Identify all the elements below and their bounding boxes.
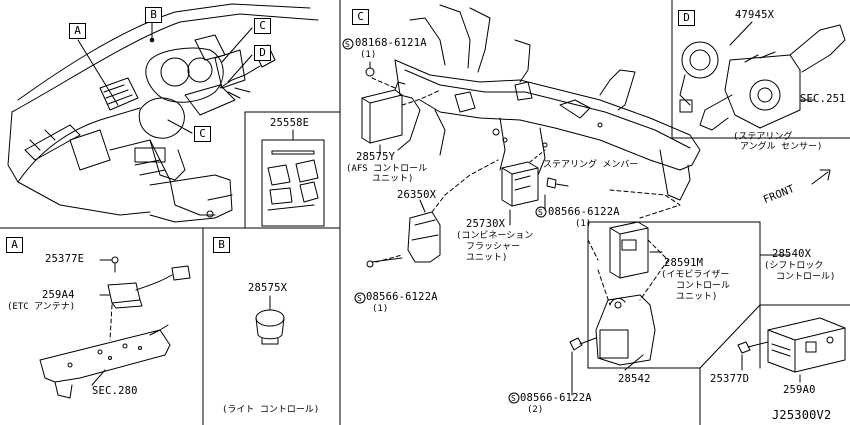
part-08168-6121A: 08168-6121A [355, 37, 427, 49]
part-26350X: 26350X [397, 189, 437, 201]
label-shift-lock-2: コントロール) [776, 272, 836, 282]
section-B-detail [255, 295, 285, 345]
label-shift-lock-1: (シフトロック [764, 261, 824, 271]
part-08168-qty: (1) [360, 50, 377, 60]
part-28575Y: 28575Y [356, 151, 396, 163]
front-arrow-icon [811, 169, 831, 185]
part-28540X: 28540X [772, 248, 812, 260]
section-label-D-overview: D [254, 45, 271, 61]
label-sec280: SEC.280 [92, 385, 138, 397]
label-steering-angle-sensor-2: アングル センサー) [740, 142, 823, 152]
part-25558E: 25558E [270, 117, 310, 129]
part-08566-6122A-left: 08566-6122A [366, 291, 438, 303]
steering-member-assembly [394, 4, 701, 201]
part-08566-6122A-mid: 08566-6122A [548, 206, 620, 218]
immobilizer-and-bracket [569, 221, 791, 396]
combination-switch-assembly [679, 21, 846, 131]
section-label-A-overview: A [69, 23, 86, 39]
part-259A0: 259A0 [783, 384, 816, 396]
bolt-08566-mid [544, 177, 569, 211]
label-sec251: SEC.251 [800, 93, 846, 105]
part-08566-mid-qty: (1) [575, 219, 592, 229]
dashed-leader [609, 189, 681, 219]
part-08566-bottom-qty: (2) [527, 405, 544, 415]
combination-flasher-unit [501, 149, 546, 226]
label-afs-control-1: (AFS コントロール [346, 164, 428, 174]
bolt-symbol-icons [342, 38, 547, 404]
label-immobilizer-3: ユニット) [676, 292, 718, 302]
part-28542: 28542 [618, 373, 651, 385]
bolt-symbol-S-2: S [538, 208, 543, 217]
etc-unit-259A0 [737, 317, 846, 383]
label-combination-3: ユニット) [466, 253, 508, 263]
section-label-B-overview: B [145, 7, 162, 23]
afs-control-unit [361, 61, 441, 156]
label-combination-1: (コンビネーション [456, 231, 534, 241]
section-header-C: C [352, 9, 369, 25]
part-47945X: 47945X [735, 9, 775, 21]
part-259A4: 259A4 [42, 289, 75, 301]
part-25377D: 25377D [710, 373, 750, 385]
label-steering-angle-sensor-1: (ステアリング [733, 132, 793, 142]
dashboard-overview [7, 3, 319, 223]
label-immobilizer-2: コントロール [676, 281, 731, 291]
bracket-26350X [366, 159, 499, 268]
part-08566-6122A-bottom: 08566-6122A [520, 392, 592, 404]
part-28591M: 28591M [664, 257, 704, 269]
section-header-D: D [678, 10, 695, 26]
section-label-C-overview-2: C [194, 126, 211, 142]
label-immobilizer-1: (イモビライザー [661, 270, 730, 280]
inset-25558E [261, 129, 325, 227]
label-steering-member: ステアリング メンバー [543, 160, 639, 170]
label-etc-antenna: (ETC アンテナ) [7, 302, 76, 312]
label-combination-2: フラッシャー [466, 242, 521, 252]
label-afs-control-2: ユニット) [372, 174, 414, 184]
part-25730X: 25730X [466, 218, 506, 230]
bolt-symbol-S-3: S [357, 294, 362, 303]
diagram-id: J25300V2 [772, 408, 832, 422]
part-08566-left-qty: (1) [372, 304, 389, 314]
bolt-symbol-S-4: S [511, 394, 516, 403]
section-header-B: B [213, 237, 230, 253]
section-header-A: A [6, 237, 23, 253]
section-label-C-overview-1: C [254, 18, 271, 34]
part-28575X: 28575X [248, 282, 288, 294]
part-25377E: 25377E [45, 253, 85, 265]
bolt-symbol-S-1: S [345, 40, 350, 49]
section-A-detail [39, 256, 191, 399]
label-light-control: (ライト コントロール) [222, 405, 320, 415]
